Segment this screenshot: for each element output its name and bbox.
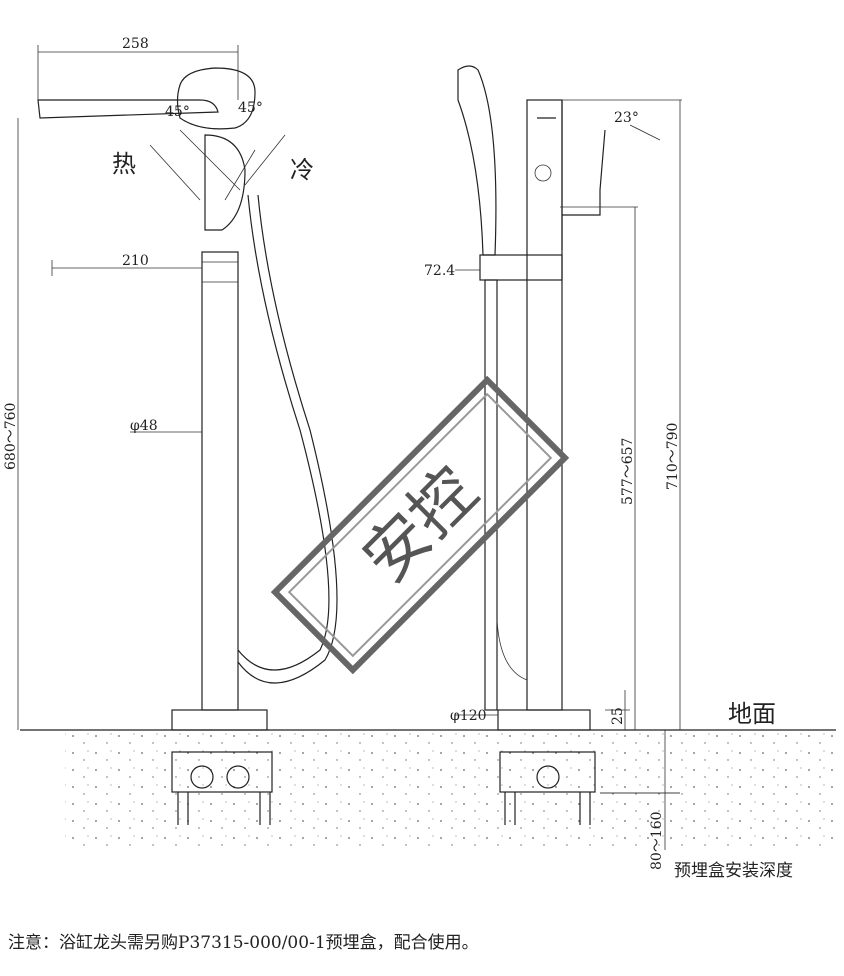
dim-spout-to-body: 210 xyxy=(122,253,149,269)
hot-label: 热 xyxy=(112,150,136,178)
cold-label: 冷 xyxy=(290,156,314,184)
dim-handle-height: 577～657 xyxy=(620,438,636,505)
dim-angle-hot: 45° xyxy=(165,104,190,120)
side-view xyxy=(455,65,682,850)
watermark: 安控 xyxy=(270,375,570,675)
dim-body-diameter: φ48 xyxy=(130,418,158,434)
dim-base-diameter: φ120 xyxy=(450,708,487,724)
dim-angle-cold: 45° xyxy=(238,100,263,116)
watermark-text: 安控 xyxy=(349,454,492,597)
floor-label: 地面 xyxy=(728,700,776,728)
box-depth-label: 预埋盒安装深度 xyxy=(674,861,793,881)
ground xyxy=(20,729,836,847)
dim-total-height: 680～760 xyxy=(3,403,19,470)
dim-handle-angle: 23° xyxy=(614,110,639,126)
dim-holder-offset: 72.4 xyxy=(424,263,455,279)
dim-top-height: 710～790 xyxy=(665,423,681,490)
installation-note: 注意：浴缸龙头需另购P37315-000/00-1预埋盒，配合使用。 xyxy=(8,933,479,953)
dim-base-height: 25 xyxy=(610,707,626,725)
dim-box-depth: 80～160 xyxy=(649,811,665,870)
dim-spout-length: 258 xyxy=(122,36,149,52)
